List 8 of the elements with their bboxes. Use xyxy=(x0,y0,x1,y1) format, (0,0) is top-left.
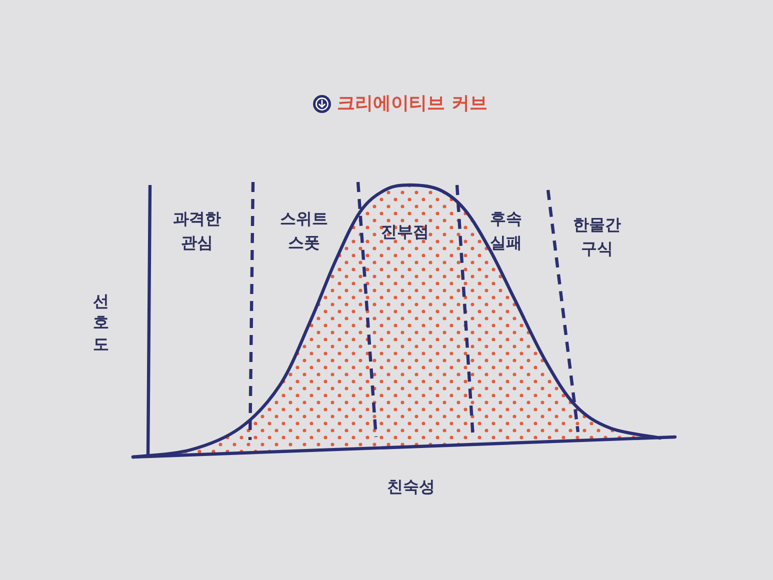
region-label: 진부점 xyxy=(381,221,429,243)
axis-label: 친숙성 xyxy=(387,476,435,498)
region-label: 스위트 스폿 xyxy=(280,208,328,254)
region-label: 한물간 구식 xyxy=(573,214,621,260)
diagram-title: 크리에이티브 커브 xyxy=(337,93,488,115)
axis-label: 선호도 xyxy=(92,282,110,350)
region-label: 후속 실패 xyxy=(490,208,522,254)
region-label: 과격한 관심 xyxy=(173,208,221,254)
